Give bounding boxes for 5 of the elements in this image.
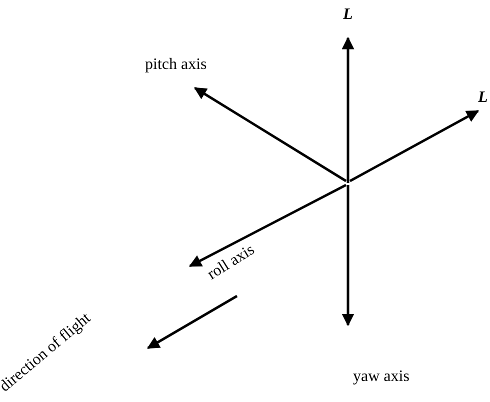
axis-label: L xyxy=(343,6,353,24)
axis-label: L xyxy=(478,89,488,107)
axis-label: yaw axis xyxy=(353,368,410,386)
axis-label: roll axis xyxy=(204,241,258,284)
axis-label: pitch axis xyxy=(145,56,207,74)
